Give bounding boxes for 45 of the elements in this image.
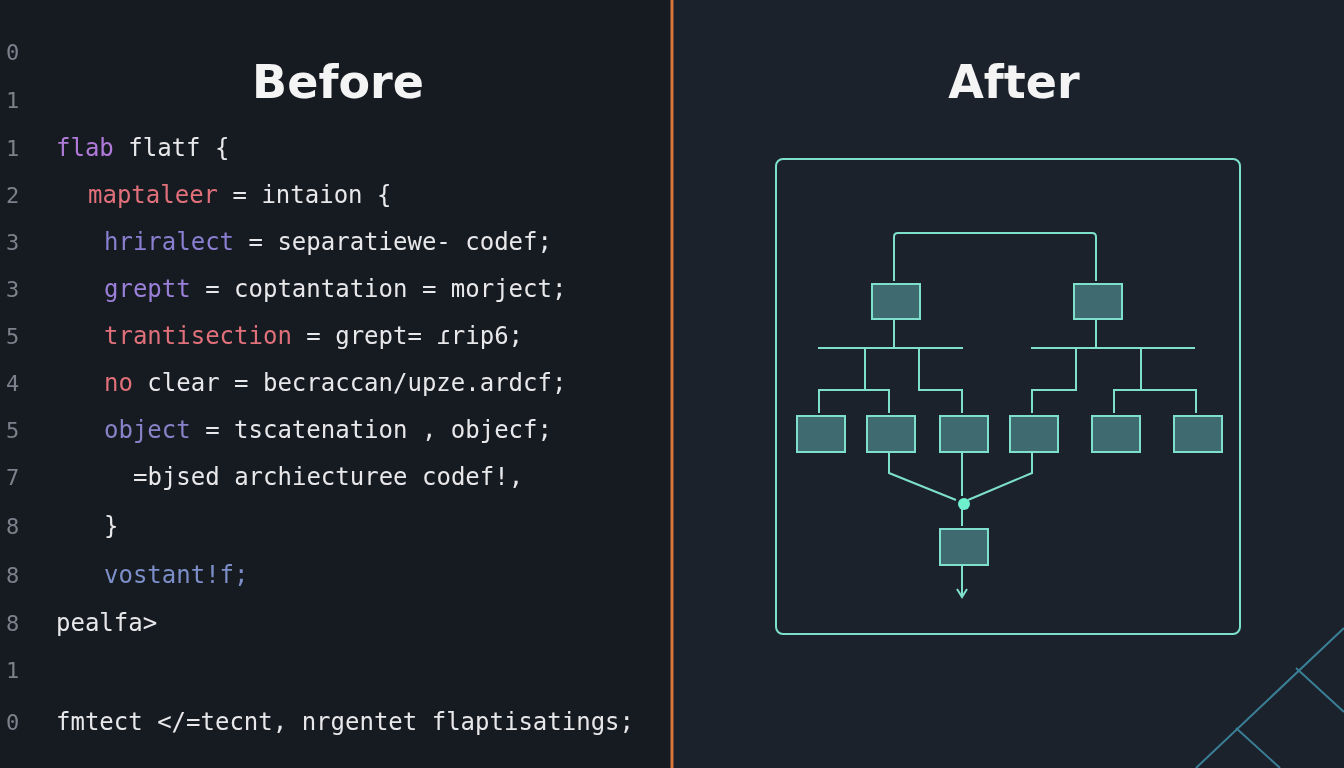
line-number: 3 <box>6 277 20 302</box>
block-box <box>1073 283 1123 320</box>
line-number: 0 <box>6 40 20 65</box>
block-box <box>939 528 989 566</box>
block-box <box>1173 415 1223 453</box>
code-line: } <box>104 512 119 540</box>
line-number: 0 <box>6 710 20 735</box>
arrow <box>956 563 968 598</box>
line-number: 8 <box>6 563 20 588</box>
block-box <box>871 283 921 320</box>
code-line: =bjsed archiecturee codef!, <box>133 463 524 491</box>
code-line: maptaleer = intaion { <box>88 181 392 209</box>
code-line: trantisection = grept= ɾrip6; <box>104 322 524 350</box>
line-number: 2 <box>6 183 20 208</box>
panel-heading: After <box>948 55 1080 109</box>
code-line: flab flatf { <box>56 134 230 162</box>
line-number: 1 <box>6 88 20 113</box>
diagram-frame <box>775 158 1241 635</box>
block-box <box>866 415 916 453</box>
connector-line <box>961 507 963 527</box>
connector-line <box>961 450 963 497</box>
line-number: 3 <box>6 230 20 255</box>
line-number: 5 <box>6 324 20 349</box>
line-number: 7 <box>6 465 20 490</box>
line-number: 5 <box>6 418 20 443</box>
block-box <box>939 415 989 453</box>
panel-heading: Before <box>252 55 424 109</box>
code-line: greptt = coptantation = morject; <box>104 275 567 303</box>
line-number: 8 <box>6 611 20 636</box>
block-box <box>796 415 846 453</box>
block-box <box>1091 415 1141 453</box>
line-number: 1 <box>6 658 20 683</box>
block-box <box>1009 415 1059 453</box>
line-number: 4 <box>6 371 20 396</box>
code-line: hriralect = separatiewe- codef; <box>104 228 552 256</box>
code-line: pealfa> <box>56 609 158 637</box>
connector-line <box>888 450 957 501</box>
connector-line <box>893 232 1097 282</box>
code-line: no clear = becraccan/upze.ardcf; <box>104 369 567 397</box>
connector-line <box>967 450 1033 501</box>
code-line: fmtect </=tecnt, nrgentet flaptisatings; <box>56 708 634 736</box>
line-number: 1 <box>6 136 20 161</box>
code-line: object = tscatenation , objecf; <box>104 416 552 444</box>
line-number: 8 <box>6 514 20 539</box>
code-line: vostant!f; <box>104 561 249 589</box>
